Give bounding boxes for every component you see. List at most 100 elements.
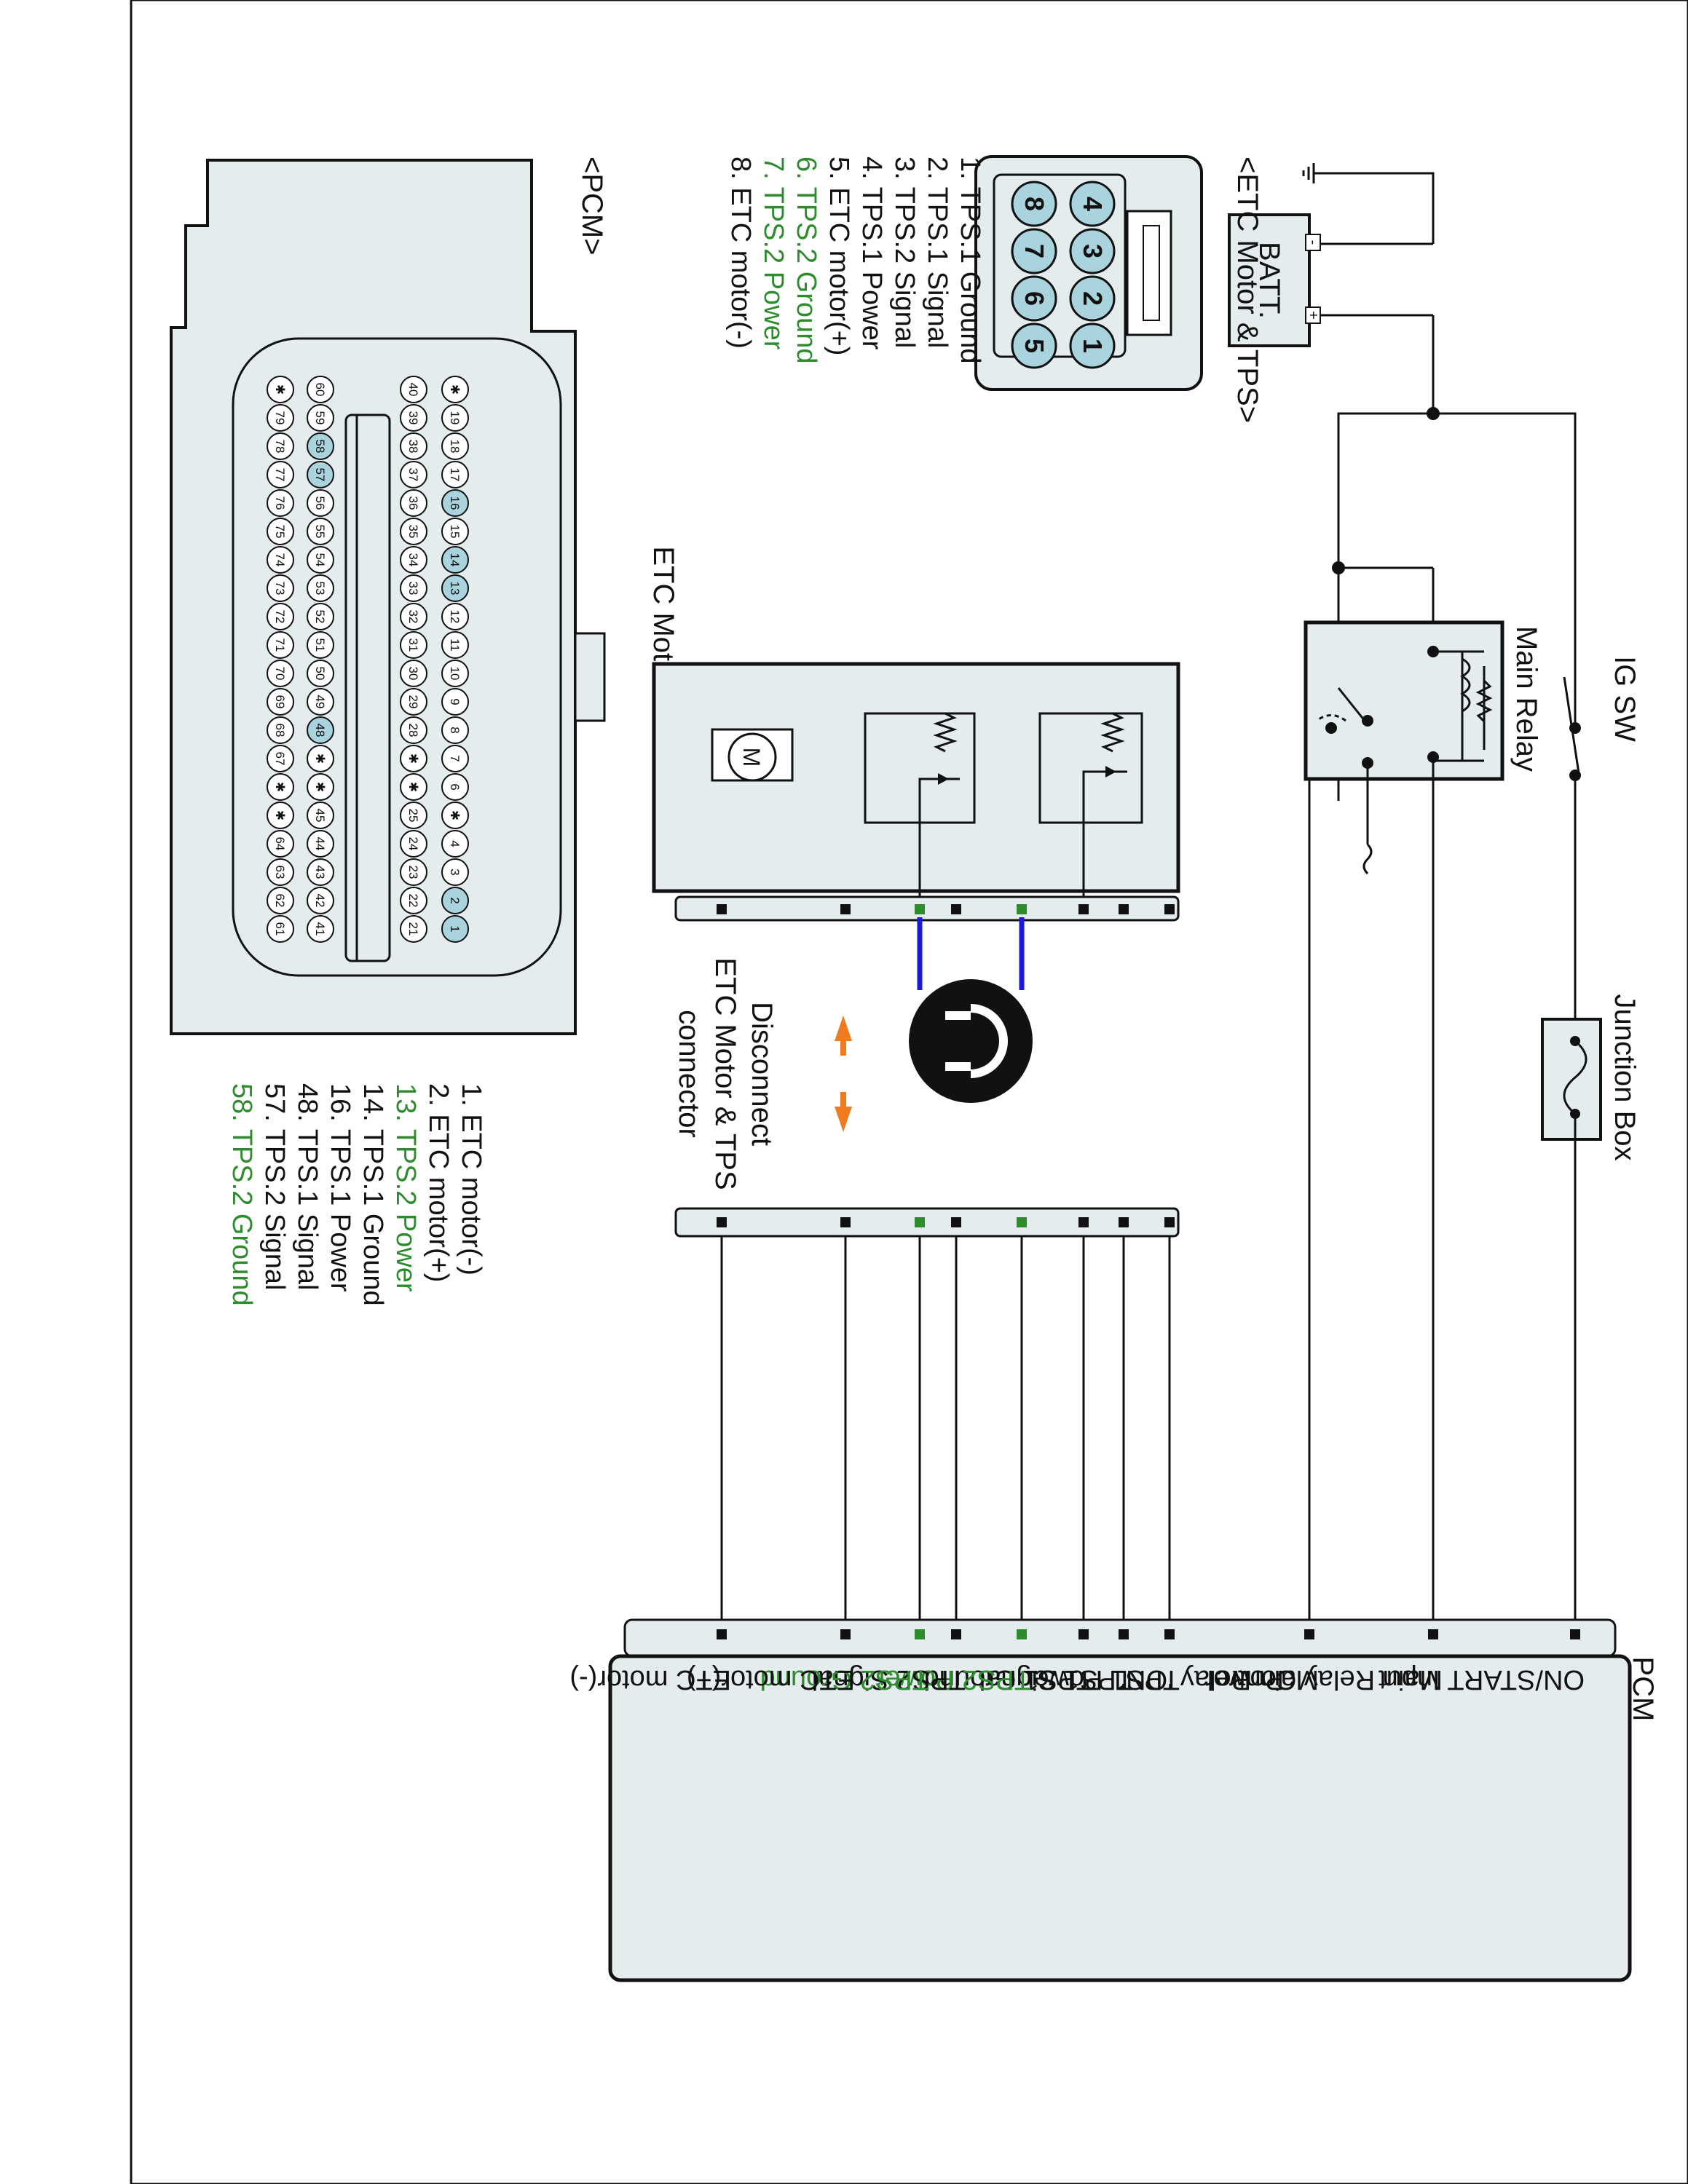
pcm-pin-✱ — [400, 745, 427, 772]
pcm-pin-✱ — [267, 802, 294, 829]
pcm-legend-16: 16. TPS.1 Power — [325, 1083, 355, 1292]
pcm-pin-28 — [400, 716, 427, 744]
etc-pin-label-3: 3 — [1078, 244, 1108, 258]
pcm-title: PCM — [1627, 1657, 1659, 1722]
pcm-legend-57: 57. TPS.2 Signal — [259, 1083, 290, 1290]
pcm-pin-label: 9 — [448, 698, 462, 705]
etc-legend-1: 1. TPS.1 Ground — [955, 157, 985, 363]
pcm-pin-label: 42 — [313, 894, 327, 908]
pcm-pin-labels: ON/START Input Main Relay Control Main R… — [569, 1664, 1585, 1695]
pcm-legend: 1. ETC motor(-) 2. ETC motor(+) 13. TPS.… — [226, 1083, 486, 1306]
etc-pin-7 — [1011, 228, 1057, 274]
pcm-pin-label: 2 — [448, 897, 462, 903]
pcm-pin-label: 44 — [313, 837, 327, 851]
pcm-pin-label: 52 — [313, 610, 327, 624]
etc-connector-strip — [674, 895, 1180, 922]
pcm-pin-58 — [307, 432, 334, 460]
pcm-pin-label: 76 — [273, 496, 287, 510]
pcm-pin-✱ — [307, 745, 334, 772]
pcm-pin-label: 71 — [273, 638, 287, 652]
pcm-pin-78 — [267, 432, 294, 460]
disconnect-connector-icon — [909, 979, 1033, 1103]
pcm-pin-45 — [307, 802, 334, 829]
pcm-pin-2 — [441, 887, 469, 914]
pcm-pin-label: ✱ — [313, 782, 327, 792]
pcm-pin-54 — [307, 546, 334, 574]
pcm-pin-label: 23 — [406, 866, 420, 879]
harness-connector-pins — [717, 1217, 1175, 1227]
pcm-pin-29 — [400, 688, 427, 716]
pcm-pin-label: ✱ — [406, 753, 420, 764]
pcm-pin-label: 30 — [406, 667, 420, 681]
pcm-pin-label: ✱ — [273, 384, 287, 395]
pcm-pin-label: 33 — [406, 582, 420, 596]
etc-legend-3: 3. TPS.2 Signal — [889, 157, 920, 348]
pcm-pin-label: ✱ — [273, 810, 287, 820]
pcm-label-tps1-power: TPS1 Power — [1024, 1664, 1180, 1695]
pcm-pin-71 — [267, 631, 294, 659]
pcm-pin-12 — [441, 603, 469, 630]
pcm-connector-title: <PCM> — [576, 157, 608, 256]
ig-switch-label: IG SW — [1609, 656, 1641, 742]
pcm-pin-55 — [307, 518, 334, 545]
pcm-pin-32 — [400, 603, 427, 630]
pcm-pin-label: 36 — [406, 496, 420, 510]
pcm-pin-label: 55 — [313, 525, 327, 539]
pcm-pin-label: 68 — [273, 724, 287, 737]
pcm-pin-label: 19 — [448, 411, 462, 425]
ground-symbol — [1302, 163, 1317, 183]
pcm-label-relay-control: Main Relay Control — [1207, 1664, 1443, 1695]
pcm-pin-label: 50 — [313, 667, 327, 681]
etc-pin-label-5: 5 — [1019, 339, 1049, 353]
pcm-pin-70 — [267, 660, 294, 687]
etc-pin-8 — [1011, 181, 1057, 227]
pcm-pin-19 — [441, 404, 469, 432]
pcm-pin-16 — [441, 489, 469, 517]
pcm-pin-label: ✱ — [448, 384, 462, 395]
pcm-pin-56 — [307, 489, 334, 517]
pcm-pin-label: 74 — [273, 553, 287, 567]
pcm-label-on-start: ON/START Input — [1379, 1664, 1585, 1695]
pcm-label-tps1-ground: TPS1 Ground — [924, 1664, 1093, 1695]
etc-pin-label-2: 2 — [1078, 291, 1108, 306]
pcm-pin-24 — [400, 830, 427, 858]
pcm-pin-✱ — [307, 773, 334, 801]
pcm-pin-62 — [267, 887, 294, 914]
pcm-pin-label: 51 — [313, 638, 327, 652]
etc-connector-pins — [717, 904, 1175, 914]
pcm-pin-label: 4 — [448, 840, 462, 847]
pcm-pin-9 — [441, 688, 469, 716]
pcm-pin-label: 18 — [448, 440, 462, 454]
pcm-pin-label: 72 — [273, 610, 287, 624]
pcm-pin-label: 58 — [313, 440, 327, 454]
pcm-label-relay-on: Main Relay 'ON' — [1121, 1664, 1319, 1695]
pcm-pin-label: 37 — [406, 468, 420, 482]
pcm-pin-label: 16 — [448, 496, 462, 510]
pcm-pin-67 — [267, 745, 294, 772]
junction-box: Junction Box — [1541, 994, 1641, 1161]
pcm-legend-48: 48. TPS.1 Signal — [292, 1083, 323, 1290]
pcm-pin-21 — [400, 915, 427, 943]
pcm-pin-label: 24 — [406, 837, 420, 851]
pcm-pin-40 — [400, 376, 427, 403]
pcm-label-tps2-signal: TPS2 Signal — [812, 1664, 966, 1695]
pcm-pin-51 — [307, 631, 334, 659]
battery-ground-wire — [1315, 172, 1435, 244]
etc-legend-8: 8. ETC motor(-) — [725, 157, 756, 349]
pcm-pin-49 — [307, 688, 334, 716]
pcm-legend-2: 2. ETC motor(+) — [423, 1083, 454, 1282]
etc-pin-label-4: 4 — [1078, 197, 1108, 211]
pcm-legend-13: 13. TPS.2 Power — [390, 1083, 421, 1292]
pcm-pin-35 — [400, 518, 427, 545]
etc-legend: 1. TPS.1 Ground 2. TPS.1 Signal 3. TPS.2… — [725, 157, 985, 363]
pcm-pin-8 — [441, 716, 469, 744]
pcm-pin-label: 61 — [273, 922, 287, 936]
pcm-pin-25 — [400, 802, 427, 829]
pcm-pin-label: 38 — [406, 440, 420, 454]
etc-pin-4 — [1069, 181, 1116, 227]
pcm-pin-7 — [441, 745, 469, 772]
pcm-pin-label: ✱ — [313, 753, 327, 764]
battery-pos-label: + — [1305, 311, 1321, 320]
